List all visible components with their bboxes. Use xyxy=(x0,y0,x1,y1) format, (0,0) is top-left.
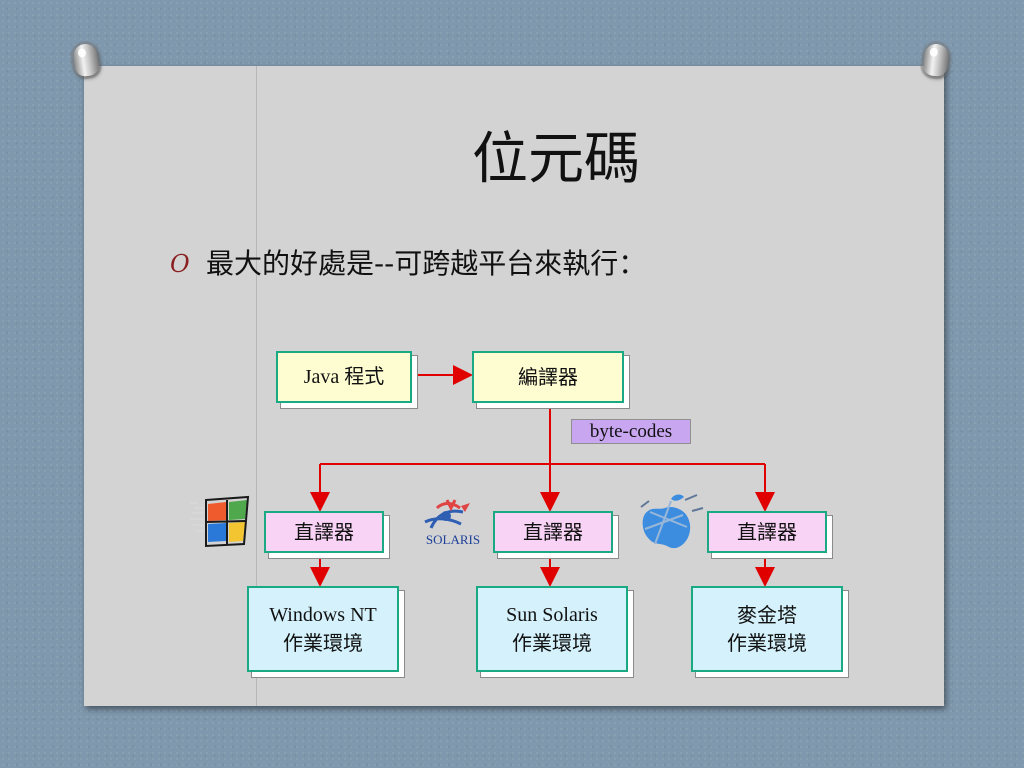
environment-box-mac: 麥金塔 作業環境 xyxy=(691,586,843,672)
windows-logo-icon xyxy=(190,495,250,548)
interpreter-label: 直譯器 xyxy=(737,520,797,544)
java-program-label: Java 程式 xyxy=(303,366,385,388)
interpreter-label: 直譯器 xyxy=(294,520,354,544)
environment-os-name: Sun Solaris xyxy=(506,604,598,626)
solaris-logo-text: SOLARIS xyxy=(425,532,481,547)
environment-os-name: 麥金塔 xyxy=(737,603,797,627)
slide-title: 位元碼 xyxy=(472,127,640,192)
environment-os-suffix: 作業環境 xyxy=(512,631,592,655)
environment-os-name: Windows NT xyxy=(269,604,377,626)
java-program-box: Java 程式 xyxy=(276,351,412,403)
environment-os-suffix: 作業環境 xyxy=(727,631,807,655)
compiler-label: 編譯器 xyxy=(518,365,578,389)
bullet-row: O 最大的好處是--可跨越平台來執行： xyxy=(170,244,890,284)
interpreter-box-solaris: 直譯器 xyxy=(493,511,613,553)
bullet-text: 最大的好處是--可跨越平台來執行： xyxy=(206,247,647,280)
interpreter-label: 直譯器 xyxy=(523,520,583,544)
environment-text: Windows NT 作業環境 xyxy=(269,601,377,657)
interpreter-box-windows: 直譯器 xyxy=(264,511,384,553)
mac-logo-icon xyxy=(640,494,704,549)
environment-box-solaris: Sun Solaris 作業環境 xyxy=(476,586,628,672)
right-pushpin-icon xyxy=(922,42,950,78)
left-pushpin-icon xyxy=(71,42,101,78)
interpreter-box-mac: 直譯器 xyxy=(707,511,827,553)
slide-margin-line xyxy=(256,66,257,706)
solaris-logo-icon: SOLARIS xyxy=(417,494,489,548)
environment-os-suffix: 作業環境 xyxy=(283,631,363,655)
environment-box-windows: Windows NT 作業環境 xyxy=(247,586,399,672)
environment-text: Sun Solaris 作業環境 xyxy=(506,601,598,657)
environment-text: 麥金塔 作業環境 xyxy=(727,601,807,657)
compiler-box: 編譯器 xyxy=(472,351,624,403)
bytecode-badge: byte-codes xyxy=(571,419,691,444)
bullet-marker-icon: O xyxy=(170,250,190,278)
